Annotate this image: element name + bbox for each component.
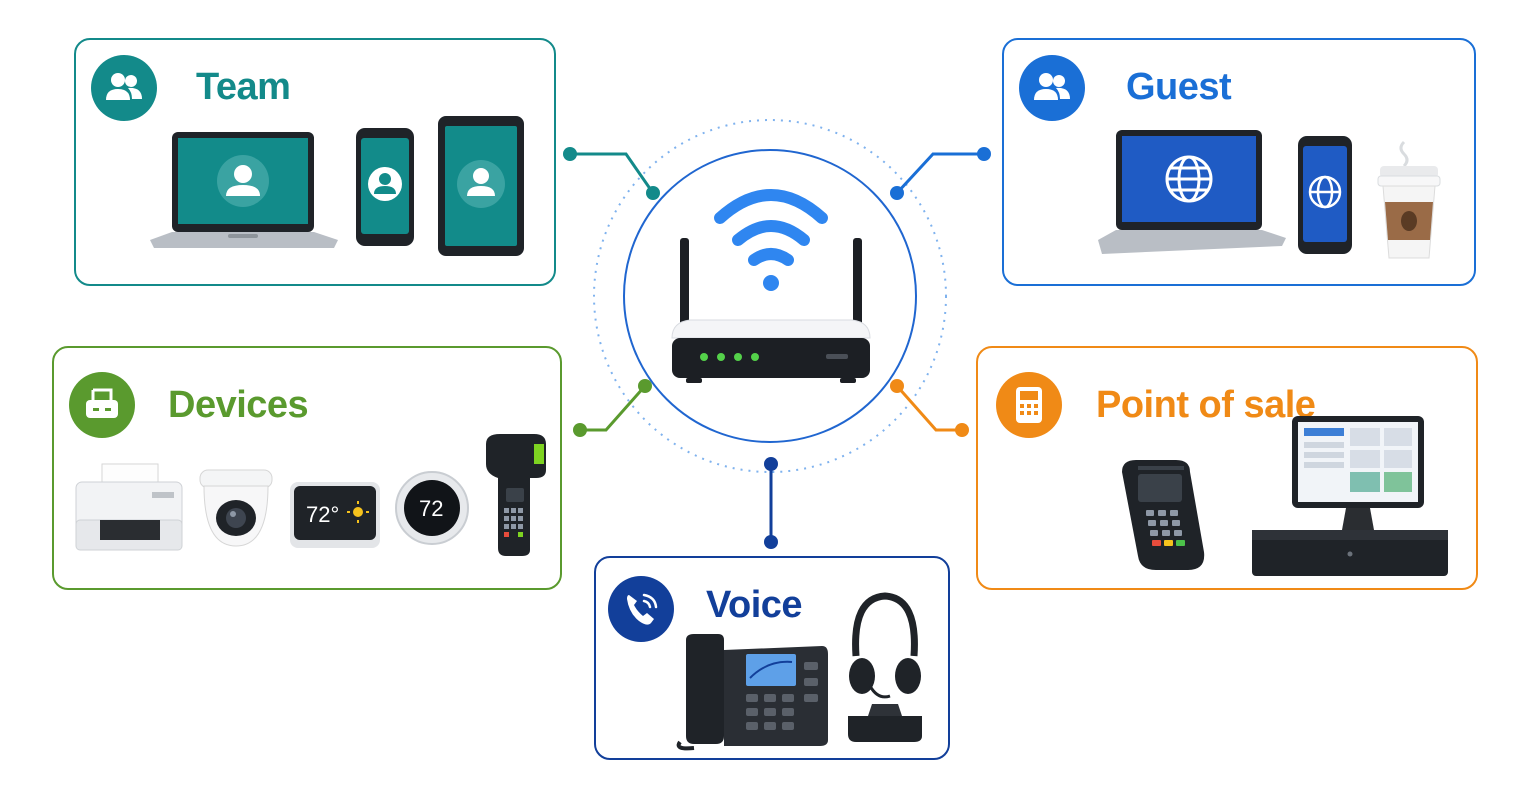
team-panel: Team <box>74 38 556 286</box>
team-title: Team <box>196 66 291 108</box>
router-icon <box>671 238 871 383</box>
pos-connector-dot-a <box>955 423 969 437</box>
users-icon <box>91 55 157 121</box>
barcode-scanner-icon <box>486 434 546 556</box>
guest-connector-dot-b <box>890 186 904 200</box>
devices-connector <box>580 385 647 432</box>
devices-title: Devices <box>168 384 309 426</box>
pos-connector-dot-b <box>890 379 904 393</box>
guest-panel: Guest <box>1002 38 1476 286</box>
devices-connector-dot-a <box>573 423 587 437</box>
thermostat-reading: 72° <box>306 502 339 527</box>
printer-icon <box>69 372 135 438</box>
voice-title: Voice <box>706 584 803 626</box>
team-connector-dot-b <box>646 186 660 200</box>
voice-panel: Voice <box>594 556 950 760</box>
team-connector-dot-a <box>563 147 577 161</box>
pos-connector <box>895 385 962 432</box>
guest-connector-dot-a <box>977 147 991 161</box>
team-connector <box>570 152 655 194</box>
guest-laptop-icon <box>1098 130 1286 254</box>
pos-title: Point of sale <box>1096 384 1316 426</box>
card-terminal-icon <box>1122 460 1205 570</box>
headset-icon <box>848 592 922 742</box>
pos-panel: Point of sale <box>976 346 1478 590</box>
team-tablet-icon <box>438 116 524 256</box>
security-camera-icon <box>199 469 273 547</box>
guest-connector <box>895 152 984 195</box>
team-laptop-icon <box>150 132 338 248</box>
devices-panel: Devices 72° 72 <box>52 346 562 590</box>
calculator-icon <box>996 372 1062 438</box>
team-phone-icon <box>356 128 414 246</box>
wifi-icon <box>714 189 828 266</box>
guest-title: Guest <box>1126 66 1232 108</box>
desk-phone-icon <box>676 634 828 751</box>
guest-phone-icon <box>1298 136 1352 254</box>
printer-device-icon <box>75 463 183 551</box>
devices-connector-dot-b <box>638 379 652 393</box>
phone-ringing-icon <box>608 576 674 642</box>
voice-connector-dot-b <box>764 535 778 549</box>
smart-display-icon: 72° <box>290 482 380 548</box>
voice-connector-dot-a <box>764 457 778 471</box>
coffee-cup-icon <box>1377 140 1441 259</box>
users-icon <box>1019 55 1085 121</box>
hub-outer-ring <box>593 119 947 473</box>
nest-reading: 72 <box>419 496 443 521</box>
pos-register-icon <box>1252 416 1448 576</box>
smart-thermostat-icon: 72 <box>395 471 469 545</box>
